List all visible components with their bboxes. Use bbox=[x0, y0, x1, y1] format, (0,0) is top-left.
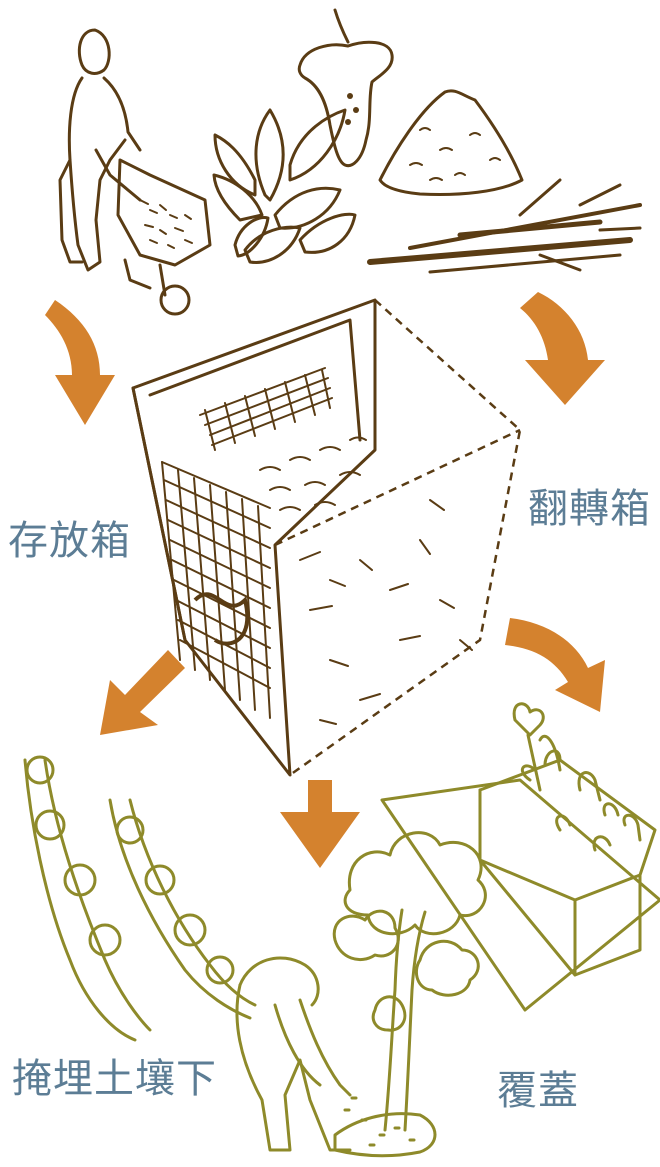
bury-label: 掩埋土壤下 bbox=[12, 1046, 217, 1104]
arrow-to-storage-icon bbox=[45, 300, 115, 425]
storage-bin-label: 存放箱 bbox=[8, 508, 131, 566]
planter-box-icon bbox=[382, 704, 660, 1010]
arrow-to-planter-icon bbox=[505, 618, 605, 712]
sawdust-pile-icon bbox=[380, 91, 522, 195]
apple-core-icon bbox=[299, 10, 392, 166]
leaves-icon bbox=[214, 110, 355, 262]
tree-icon bbox=[334, 833, 485, 1130]
cover-label: 覆蓋 bbox=[497, 1058, 579, 1116]
turning-bin-label: 翻轉箱 bbox=[528, 476, 651, 534]
arrow-to-mulch-icon bbox=[100, 650, 185, 735]
mulch-rows-icon bbox=[25, 757, 255, 1040]
compost-bin-icon bbox=[133, 300, 520, 775]
arrow-to-turning-icon bbox=[520, 292, 605, 405]
arrow-to-bury-icon bbox=[280, 780, 360, 868]
person-wheelbarrow-icon bbox=[60, 30, 210, 314]
